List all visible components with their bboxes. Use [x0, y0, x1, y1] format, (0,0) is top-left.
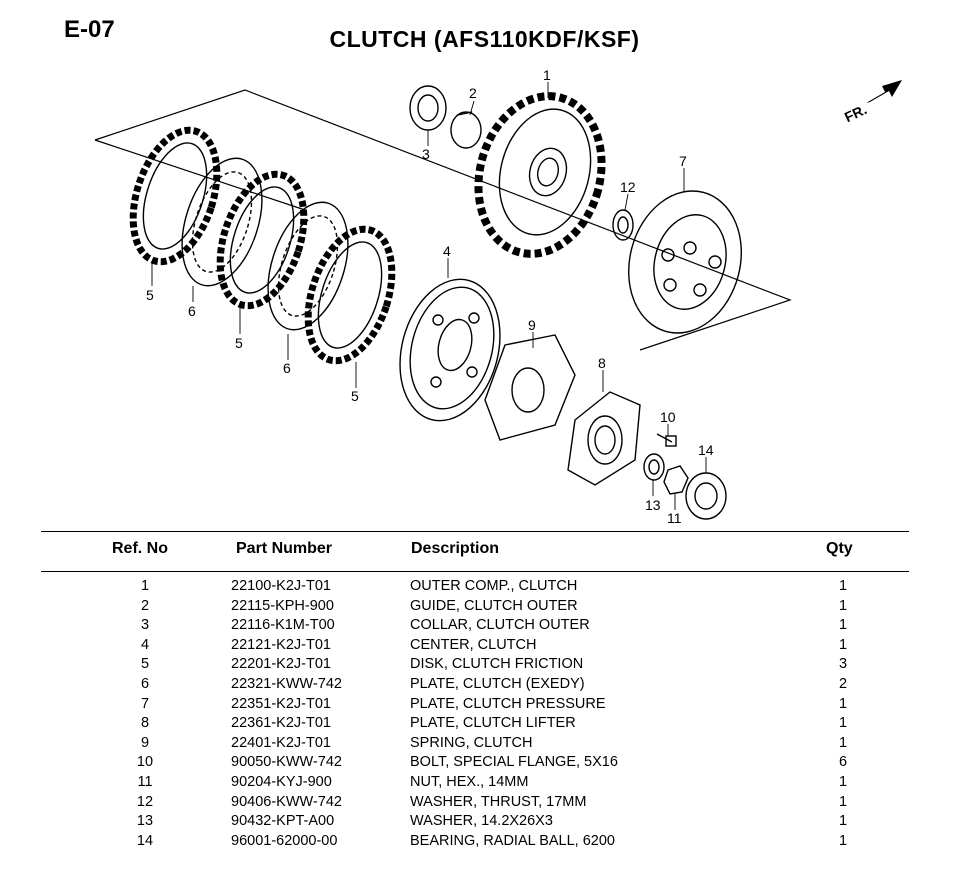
table-row: 4 22121-K2J-T01 CENTER, CLUTCH 1 [0, 637, 969, 657]
description-cell: PLATE, CLUTCH (EXEDY) [410, 675, 585, 692]
description-cell: CENTER, CLUTCH [410, 636, 537, 653]
callout-6a: 6 [188, 303, 196, 319]
ref-no-cell: 5 [140, 656, 150, 673]
callout-1: 1 [543, 67, 551, 83]
ref-no-cell: 11 [137, 773, 153, 790]
table-row: 11 90204-KYJ-900 NUT, HEX., 14MM 1 [0, 774, 969, 794]
part-number-cell: 22361-K2J-T01 [231, 715, 331, 732]
header-description: Description [411, 540, 500, 557]
ref-no-cell: 2 [140, 597, 150, 614]
description-cell: NUT, HEX., 14MM [410, 773, 529, 790]
ref-no-cell: 8 [140, 715, 150, 732]
description-cell: SPRING, CLUTCH [410, 734, 533, 751]
header-qty: Qty [826, 540, 853, 557]
part-number-cell: 90204-KYJ-900 [231, 773, 332, 790]
callout-5a: 5 [146, 287, 154, 303]
callout-6b: 6 [283, 360, 291, 376]
part-number-cell: 22401-K2J-T01 [231, 734, 331, 751]
description-cell: DISK, CLUTCH FRICTION [410, 656, 584, 673]
table-row: 5 22201-K2J-T01 DISK, CLUTCH FRICTION 3 [0, 656, 969, 676]
callout-5c: 5 [351, 388, 359, 404]
table-row: 7 22351-K2J-T01 PLATE, CLUTCH PRESSURE 1 [0, 696, 969, 716]
callout-11: 11 [667, 510, 682, 526]
description-cell: GUIDE, CLUTCH OUTER [410, 597, 578, 614]
table-row: 10 90050-KWW-742 BOLT, SPECIAL FLANGE, 5X1… [0, 754, 969, 774]
table-row: 14 96001-62000-00 BEARING, RADIAL BALL, 62… [0, 833, 969, 853]
ref-no-cell: 6 [140, 675, 150, 692]
qty-cell: 1 [838, 832, 848, 849]
qty-cell: 1 [838, 813, 848, 830]
ref-no-cell: 12 [136, 793, 154, 810]
description-cell: PLATE, CLUTCH LIFTER [410, 715, 576, 732]
ref-no-cell: 4 [140, 636, 150, 653]
description-cell: WASHER, 14.2X26X3 [410, 813, 553, 830]
header-part-number: Part Number [236, 540, 333, 557]
part-number-cell: 22100-K2J-T01 [231, 578, 331, 594]
callout-8: 8 [598, 355, 606, 371]
qty-cell: 6 [838, 754, 848, 771]
qty-cell: 1 [838, 597, 848, 614]
part-number-cell: 22201-K2J-T01 [231, 656, 331, 673]
header-ref-no: Ref. No [112, 540, 168, 557]
callout-10: 10 [660, 409, 676, 425]
qty-cell: 1 [838, 695, 848, 712]
part-number-cell: 22121-K2J-T01 [231, 636, 331, 653]
page-title: CLUTCH (AFS110KDF/KSF) [329, 26, 640, 52]
qty-cell: 3 [838, 656, 848, 673]
table-row: 2 22115-KPH-900 GUIDE, CLUTCH OUTER 1 [0, 598, 969, 618]
table-row: 8 22361-K2J-T01 PLATE, CLUTCH LIFTER 1 [0, 715, 969, 735]
part-number-cell: 22351-K2J-T01 [231, 695, 331, 712]
table-row: 3 22116-K1M-T00 COLLAR, CLUTCH OUTER 1 [0, 617, 969, 637]
qty-cell: 1 [838, 773, 848, 790]
part-number-cell: 90406-KWW-742 [231, 793, 342, 810]
qty-cell: 1 [838, 715, 848, 732]
ref-no-cell: 7 [140, 695, 150, 712]
callout-5b: 5 [235, 335, 243, 351]
ref-no-cell: 13 [136, 813, 154, 830]
table-row: 9 22401-K2J-T01 SPRING, CLUTCH 1 [0, 735, 969, 755]
callout-4: 4 [443, 243, 451, 259]
qty-cell: 2 [838, 675, 848, 692]
table-header-rule [41, 571, 909, 572]
callout-12: 12 [620, 179, 636, 195]
callout-13: 13 [645, 497, 661, 513]
part-number-cell: 22321-KWW-742 [231, 675, 342, 692]
callout-2: 2 [469, 85, 477, 101]
callout-9: 9 [528, 317, 536, 333]
part-number-cell: 90050-KWW-742 [231, 754, 342, 771]
description-cell: BEARING, RADIAL BALL, 6200 [410, 832, 615, 849]
table-row: 13 90432-KPT-A00 WASHER, 14.2X26X3 1 [0, 813, 969, 833]
table-top-rule [41, 531, 909, 532]
part-number-cell: 96001-62000-00 [231, 832, 338, 849]
part-number-cell: 22115-KPH-900 [231, 597, 334, 614]
ref-no-cell: 3 [140, 617, 150, 634]
callout-14: 14 [698, 442, 714, 458]
qty-cell: 1 [838, 578, 848, 594]
table-row: 12 90406-KWW-742 WASHER, THRUST, 17MM 1 [0, 794, 969, 814]
qty-cell: 1 [838, 636, 848, 653]
description-cell: BOLT, SPECIAL FLANGE, 5X16 [410, 754, 618, 771]
table-row: 6 22321-KWW-742 PLATE, CLUTCH (EXEDY) 2 [0, 676, 969, 696]
description-cell: PLATE, CLUTCH PRESSURE [410, 695, 606, 712]
callout-3: 3 [422, 146, 430, 162]
ref-no-cell: 14 [136, 832, 154, 849]
callout-7: 7 [679, 153, 687, 169]
description-cell: WASHER, THRUST, 17MM [410, 793, 587, 810]
part-number-cell: 90432-KPT-A00 [231, 813, 335, 830]
page-code: E-07 [64, 16, 115, 43]
part-number-cell: 22116-K1M-T00 [231, 617, 335, 634]
ref-no-cell: 1 [140, 578, 150, 594]
qty-cell: 1 [838, 793, 848, 810]
qty-cell: 1 [838, 734, 848, 751]
description-cell: OUTER COMP., CLUTCH [410, 578, 578, 594]
exploded-parts-diagram: FR. 1 2 3 4 5 6 5 6 5 [80, 62, 910, 532]
ref-no-cell: 10 [136, 754, 154, 771]
description-cell: COLLAR, CLUTCH OUTER [410, 617, 590, 634]
table-row: 1 22100-K2J-T01 OUTER COMP., CLUTCH 1 [0, 578, 969, 598]
direction-label: FR. [842, 101, 869, 125]
ref-no-cell: 9 [140, 734, 150, 751]
qty-cell: 1 [838, 617, 848, 634]
